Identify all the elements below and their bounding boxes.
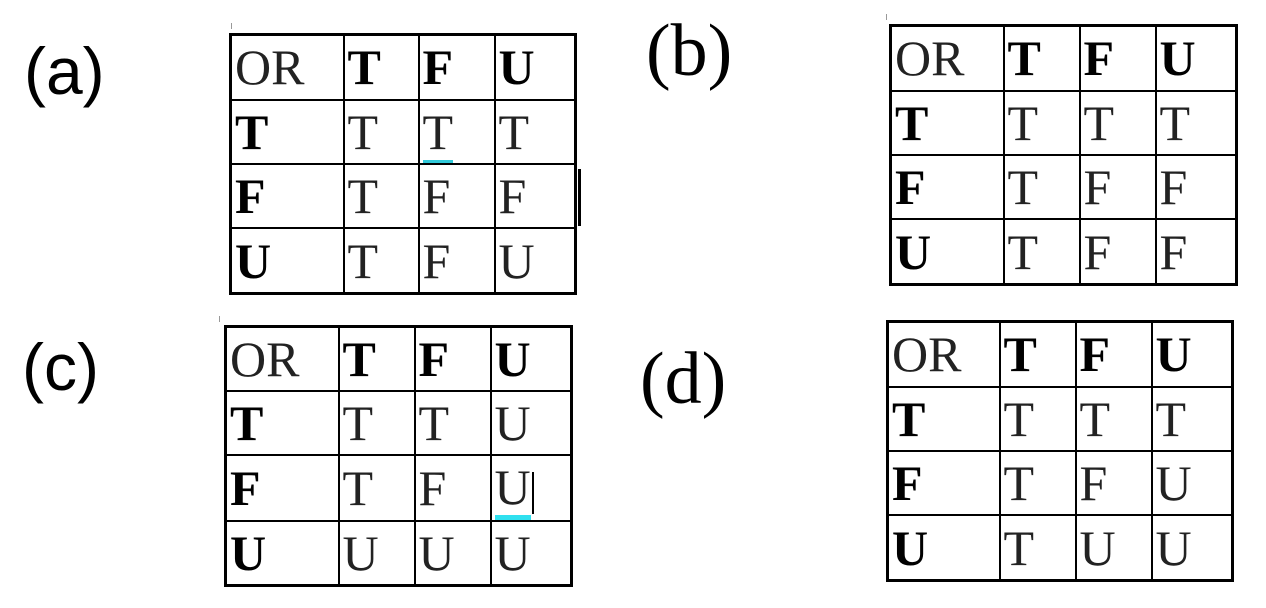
table-cell: F xyxy=(417,162,496,230)
table-row: OR T F U xyxy=(889,24,1238,92)
corner-mark xyxy=(886,14,891,20)
panel-label-a: (a) xyxy=(24,34,105,108)
table-cell-row-header: F xyxy=(886,449,1001,517)
table-cell-header: F xyxy=(417,33,496,101)
table-cell: F xyxy=(1074,449,1153,517)
table-cell: U xyxy=(337,519,416,587)
table-cell-row-header: F xyxy=(224,454,340,522)
table-row: U T F U xyxy=(229,227,577,295)
table-cell: T xyxy=(1074,385,1153,452)
table-row: T T T U xyxy=(224,390,573,457)
truth-table-c: OR T F U T T T U F T F U U U U U xyxy=(224,325,573,587)
table-row: T T T T xyxy=(229,98,577,165)
truth-table-d: OR T F U T T T T F T F U U T U U xyxy=(886,320,1234,582)
table-cell: U xyxy=(413,519,492,587)
table-cell-row-header: U xyxy=(889,218,1005,286)
table-row: F T F U xyxy=(224,454,573,522)
table-row: OR T F U xyxy=(229,33,577,101)
table-cell: T xyxy=(493,98,577,165)
text-cursor xyxy=(531,471,534,514)
table-cell-header: T xyxy=(342,33,420,101)
table-cell-header: U xyxy=(1150,320,1234,388)
table-cell: U xyxy=(1074,514,1153,582)
table-cell: U xyxy=(1150,514,1234,582)
truth-table-b: OR T F U T T T T F T F F U T F F xyxy=(889,24,1238,286)
table-cell-corner: OR xyxy=(229,33,345,101)
table-cell: U xyxy=(489,519,573,587)
table-cell: U xyxy=(1150,449,1234,517)
table-row: F T F F xyxy=(229,162,577,230)
table-cell: T xyxy=(337,390,416,457)
corner-mark xyxy=(231,23,236,29)
table-cell-row-header: T xyxy=(229,98,345,165)
table-cell-row-header: U xyxy=(886,514,1001,582)
table-cell-row-header: U xyxy=(224,519,340,587)
table-cell: T xyxy=(1154,89,1238,156)
table-cell: T xyxy=(1002,153,1081,221)
table-row: T T T T xyxy=(889,89,1238,156)
table-cell-header: U xyxy=(489,325,573,393)
table-cell: T xyxy=(417,98,496,165)
table-cell: U xyxy=(493,227,577,295)
table-cell: T xyxy=(1002,89,1081,156)
table-cell: T xyxy=(1002,218,1081,286)
table-cell-header: F xyxy=(1074,320,1153,388)
table-cell-corner: OR xyxy=(886,320,1001,388)
text-cursor-bar xyxy=(578,169,581,226)
corner-mark xyxy=(219,316,224,322)
table-cell-corner: OR xyxy=(889,24,1005,92)
table-cell-header: T xyxy=(998,320,1077,388)
table-row: OR T F U xyxy=(224,325,573,393)
table-cell: F xyxy=(413,454,492,522)
table-cell: F xyxy=(1154,218,1238,286)
table-cell: F xyxy=(1154,153,1238,221)
table-cell: T xyxy=(342,162,420,230)
table-cell: T xyxy=(1078,89,1157,156)
table-row: U T U U xyxy=(886,514,1234,582)
table-cell: T xyxy=(342,98,420,165)
table-cell-row-header: T xyxy=(886,385,1001,452)
table-cell: T xyxy=(1150,385,1234,452)
table-row: U U U U xyxy=(224,519,573,587)
table-cell: U xyxy=(489,454,573,522)
table-cell: T xyxy=(998,385,1077,452)
highlighted-value: U xyxy=(494,459,531,519)
table-cell: F xyxy=(1078,218,1157,286)
table-cell: T xyxy=(998,514,1077,582)
panel-label-b: (b) xyxy=(646,10,733,92)
table-cell: T xyxy=(337,454,416,522)
table-cell-row-header: T xyxy=(889,89,1005,156)
table-row: T T T T xyxy=(886,385,1234,452)
table-cell-row-header: U xyxy=(229,227,345,295)
table-row: U T F F xyxy=(889,218,1238,286)
table-cell: F xyxy=(493,162,577,230)
table-row: F T F F xyxy=(889,153,1238,221)
highlighted-value: T xyxy=(422,103,454,162)
table-cell-header: T xyxy=(337,325,416,393)
panel-label-d: (d) xyxy=(640,338,727,420)
table-cell: T xyxy=(342,227,420,295)
table-row: F T F U xyxy=(886,449,1234,517)
table-cell: T xyxy=(413,390,492,457)
table-cell-row-header: T xyxy=(224,390,340,457)
table-cell-header: F xyxy=(413,325,492,393)
table-cell: F xyxy=(1078,153,1157,221)
table-cell: T xyxy=(998,449,1077,517)
table-cell-row-header: F xyxy=(889,153,1005,221)
truth-table-a: OR T F U T T T T F T F F U T F U xyxy=(229,33,577,295)
table-row: OR T F U xyxy=(886,320,1234,388)
table-cell-header: U xyxy=(1154,24,1238,92)
table-cell: F xyxy=(417,227,496,295)
table-cell-header: F xyxy=(1078,24,1157,92)
panel-label-c: (c) xyxy=(22,330,99,404)
table-cell-header: U xyxy=(493,33,577,101)
table-cell-corner: OR xyxy=(224,325,340,393)
table-cell: U xyxy=(489,390,573,457)
table-cell-row-header: F xyxy=(229,162,345,230)
table-cell-header: T xyxy=(1002,24,1081,92)
